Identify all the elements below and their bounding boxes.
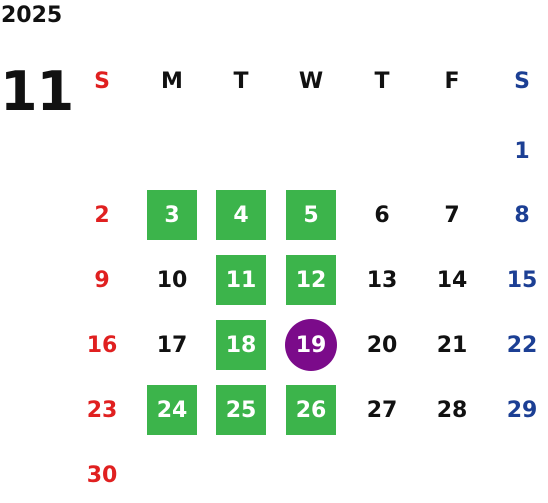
day-cell[interactable]: 20: [366, 332, 398, 358]
day-cell-highlighted[interactable]: 11: [216, 255, 266, 305]
day-cell[interactable]: 16: [86, 332, 118, 358]
weekday-header: M: [161, 68, 183, 94]
day-cell[interactable]: 22: [506, 332, 538, 358]
weekday-header: S: [514, 68, 530, 94]
weekday-header: T: [233, 68, 249, 94]
day-cell-highlighted[interactable]: 18: [216, 320, 266, 370]
weekday-header: W: [298, 68, 324, 94]
day-cell[interactable]: 21: [436, 332, 468, 358]
day-cell-highlighted[interactable]: 25: [216, 385, 266, 435]
day-cell[interactable]: 14: [436, 267, 468, 293]
month-number: 11: [0, 60, 74, 123]
day-cell[interactable]: 8: [514, 202, 530, 228]
weekday-header: S: [94, 68, 110, 94]
weekday-header: F: [444, 68, 460, 94]
day-cell-highlighted[interactable]: 26: [286, 385, 336, 435]
day-cell[interactable]: 15: [506, 267, 538, 293]
day-cell[interactable]: 27: [366, 397, 398, 423]
day-cell[interactable]: 7: [444, 202, 460, 228]
weekday-header: T: [374, 68, 390, 94]
day-cell[interactable]: 2: [94, 202, 110, 228]
year-label: 2025: [1, 3, 63, 28]
day-cell[interactable]: 29: [506, 397, 538, 423]
day-cell[interactable]: 1: [514, 138, 530, 164]
day-cell[interactable]: 17: [156, 332, 188, 358]
day-cell-highlighted[interactable]: 12: [286, 255, 336, 305]
day-cell[interactable]: 9: [94, 267, 110, 293]
day-cell[interactable]: 6: [374, 202, 390, 228]
day-cell-highlighted[interactable]: 3: [147, 190, 197, 240]
day-cell-highlighted[interactable]: 4: [216, 190, 266, 240]
day-cell[interactable]: 23: [86, 397, 118, 423]
day-cell-today[interactable]: 19: [285, 319, 337, 371]
day-cell[interactable]: 30: [86, 462, 118, 488]
day-cell-highlighted[interactable]: 5: [286, 190, 336, 240]
day-cell[interactable]: 10: [156, 267, 188, 293]
day-cell[interactable]: 13: [366, 267, 398, 293]
day-cell[interactable]: 28: [436, 397, 468, 423]
day-cell-highlighted[interactable]: 24: [147, 385, 197, 435]
